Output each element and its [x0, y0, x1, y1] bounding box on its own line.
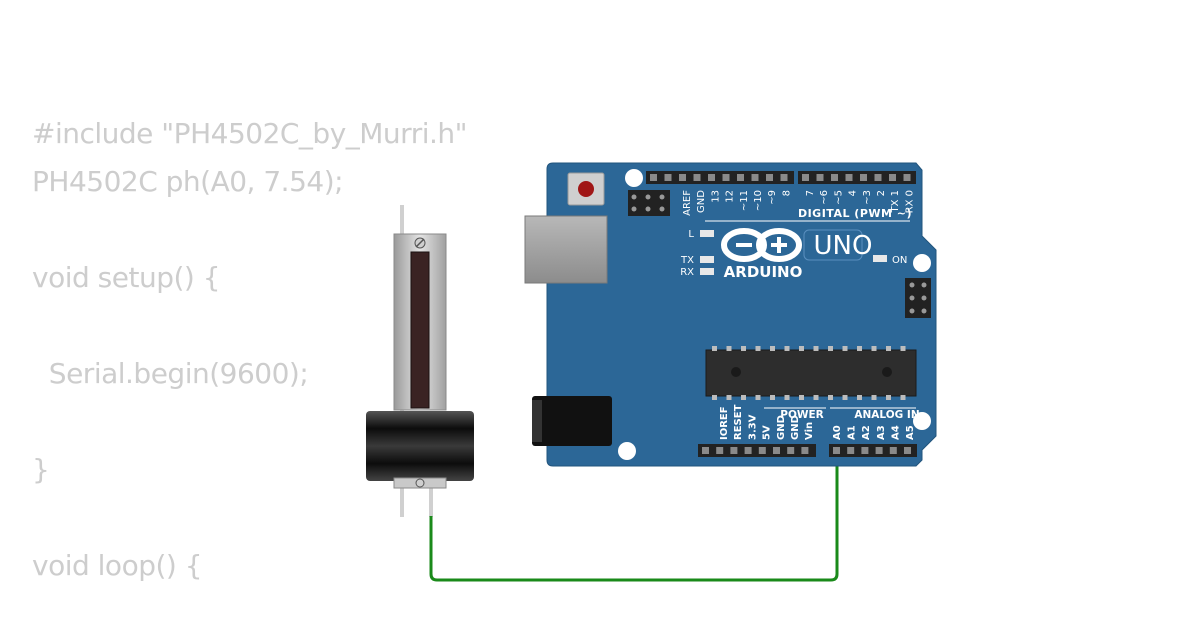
power-pin-label: GND — [790, 415, 801, 440]
probe-glass-stem — [410, 251, 430, 409]
analog-pin-label: A2 — [861, 425, 872, 440]
digital-pin-label: 4 — [848, 190, 859, 196]
power-pin-label: 5V — [762, 425, 773, 440]
digital-pin-label: 2 — [876, 190, 887, 196]
led-tx — [700, 256, 714, 263]
power-pin-label: Vin — [804, 422, 815, 440]
mounting-hole — [913, 254, 931, 272]
digital-header — [646, 171, 916, 184]
usb-connector — [524, 215, 608, 284]
code-line-setup: void setup() { — [32, 261, 221, 294]
power-pin-label: 3.3V — [747, 414, 758, 440]
digital-pin-label: ~3 — [862, 190, 873, 205]
analog-pin-label: A1 — [847, 425, 858, 440]
led-tx-label: TX — [680, 255, 694, 266]
power-header — [698, 444, 816, 457]
digital-pin-label: 12 — [725, 190, 736, 203]
power-pin-label: IOREF — [719, 406, 730, 440]
code-line-declaration: PH4502C ph(A0, 7.54); — [32, 165, 344, 198]
analog-header — [829, 444, 917, 457]
digital-pin-label: GND — [696, 190, 707, 213]
code-line-serial-begin: Serial.begin(9600); — [32, 357, 309, 390]
screw-icon — [415, 478, 425, 488]
code-line-loop: void loop() { — [32, 549, 203, 582]
digital-pin-label: 8 — [781, 190, 792, 196]
digital-pin-label: RX 0 — [904, 190, 915, 213]
power-pin-label: GND — [776, 415, 787, 440]
power-jack — [532, 396, 612, 446]
wire-probe-to-a0[interactable] — [429, 451, 839, 582]
atmega-chip — [705, 346, 917, 400]
power-pin-label: RESET — [733, 404, 744, 440]
analog-pin-label: A0 — [832, 425, 843, 440]
analog-pin-label: A4 — [890, 425, 901, 440]
model-label: UNO — [814, 231, 873, 261]
led-on — [873, 255, 887, 262]
analog-pin-label: A5 — [905, 425, 916, 440]
digital-pin-label: ~11 — [739, 190, 750, 211]
icsp-header-top — [628, 190, 670, 216]
analog-header-label: ANALOG IN — [854, 409, 919, 421]
digital-pin-label: ~6 — [819, 190, 830, 205]
digital-pin-label: AREF — [682, 190, 693, 216]
led-on-label: ON — [892, 255, 907, 266]
code-line-close-brace: } — [32, 453, 50, 486]
led-rx-label: RX — [680, 267, 694, 278]
analog-pin-label: A3 — [876, 425, 887, 440]
digital-pin-label: ~9 — [767, 190, 778, 205]
led-rx — [700, 268, 714, 275]
infinity-minus-plus-icon — [721, 228, 802, 262]
digital-pin-label: ~10 — [753, 190, 764, 211]
mounting-hole — [625, 169, 643, 187]
digital-pin-label: ~5 — [833, 190, 844, 205]
digital-pin-label: 13 — [710, 190, 721, 203]
digital-pin-label: 7 — [805, 190, 816, 196]
probe-collar — [366, 411, 474, 481]
ph-probe[interactable] — [366, 205, 474, 517]
mounting-hole — [618, 442, 636, 460]
icsp-header-right — [905, 278, 931, 318]
power-header-label: POWER — [780, 409, 823, 421]
led-l — [700, 230, 714, 237]
code-line-include: #include "PH4502C_by_Murri.h" — [32, 117, 468, 150]
led-l-label: L — [688, 229, 694, 240]
reset-button-cap — [578, 181, 594, 197]
mounting-hole — [913, 412, 931, 430]
digital-pin-label: TX 1 — [890, 190, 901, 214]
digital-header-label: DIGITAL (PWM ~) — [798, 207, 912, 220]
probe-pin-right — [429, 470, 433, 517]
brand-label: ARDUINO — [724, 263, 803, 281]
